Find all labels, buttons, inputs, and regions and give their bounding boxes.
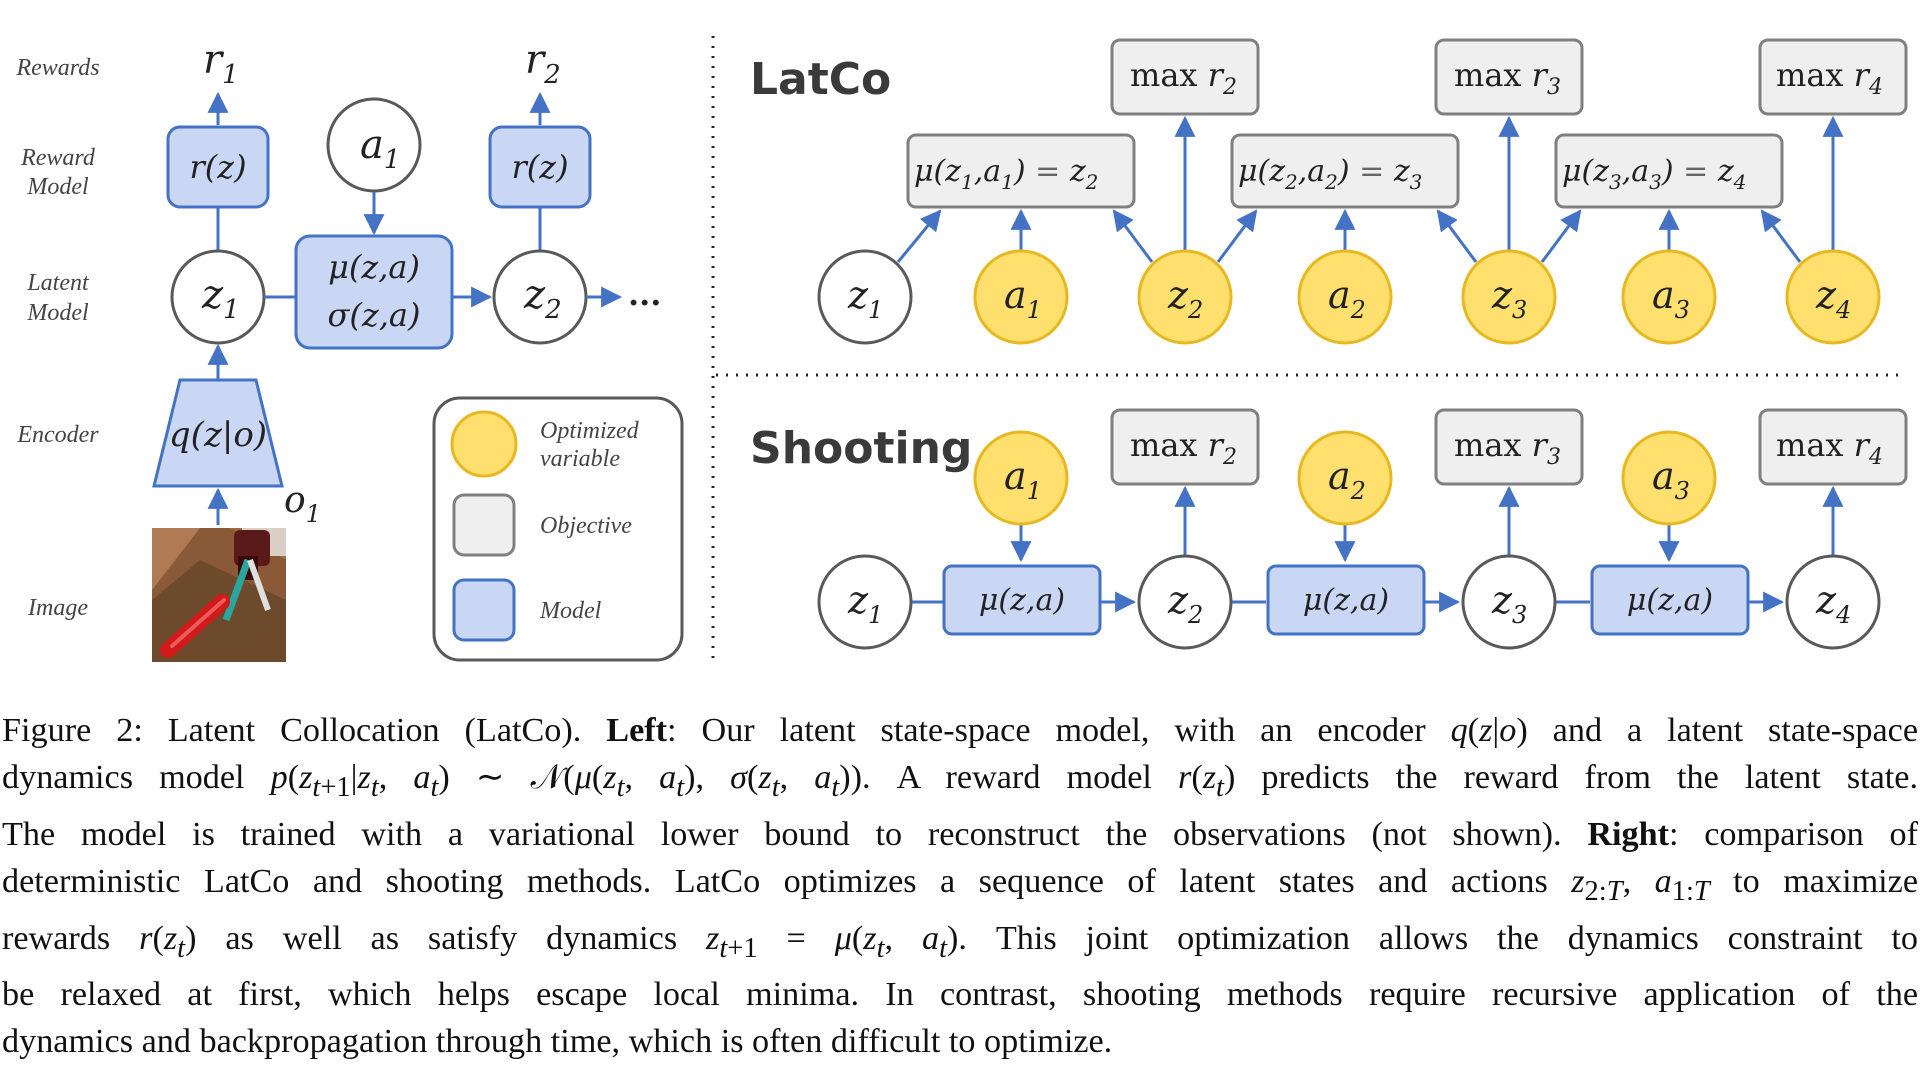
caption-line-6: be relaxed at first, which helps escape …	[2, 976, 1918, 1014]
latco-objective-2: max r3	[1434, 38, 1584, 116]
row-label-latent-model-1: Latent	[26, 270, 90, 296]
shooting-diagram: Shooting max r2 max r3 max r4	[750, 408, 1908, 650]
svg-text:z4: z4	[1815, 578, 1851, 629]
svg-text:max r4: max r4	[1776, 56, 1883, 100]
row-label-reward-model-1: Reward	[20, 145, 96, 171]
shooting-node-z2: z2	[1137, 554, 1233, 650]
caption-line-5: rewards r(zt) as well as satisfy dynamic…	[2, 919, 1919, 964]
latco-node-z1: z1	[817, 249, 913, 345]
legend-model-swatch	[452, 578, 516, 642]
legend-optimized-line1: Optimized	[540, 418, 640, 444]
shooting-dynamics-1: μ(z,a)	[942, 564, 1102, 636]
svg-text:a3: a3	[1652, 454, 1690, 505]
latco-diagram: LatCo max r2 max r3 max r4 μ(z1,a1) = z2…	[750, 38, 1908, 345]
svg-text:max r3: max r3	[1454, 426, 1561, 470]
reward-model-label-2: r(z)	[511, 148, 568, 186]
latco-objective-3: max r4	[1758, 38, 1908, 116]
shooting-node-z4: z4	[1785, 554, 1881, 650]
svg-text:max r2: max r2	[1130, 56, 1237, 100]
latco-objective-1: max r2	[1110, 38, 1260, 116]
row-label-reward-model-2: Model	[26, 174, 89, 200]
svg-text:z1: z1	[847, 273, 883, 324]
shooting-node-a2: a2	[1297, 430, 1393, 526]
shooting-node-a3: a3	[1621, 430, 1717, 526]
row-label-latent-model-2: Model	[26, 300, 89, 326]
legend-objective-swatch	[452, 493, 516, 557]
svg-text:z2: z2	[1167, 578, 1203, 629]
figure-diagram: Rewards Reward Model Latent Model Encode…	[15, 36, 1908, 662]
dynamics-sigma-label: σ(z,a)	[328, 296, 421, 334]
svg-text:μ(z,a): μ(z,a)	[1627, 583, 1713, 618]
action-label-a1: a1	[360, 122, 400, 175]
legend-optimized-line2: variable	[540, 446, 620, 472]
dynamics-model-box	[294, 234, 454, 350]
svg-text:μ(z2,a2) = z3: μ(z2,a2) = z3	[1238, 154, 1422, 194]
shooting-node-z1: z1	[817, 554, 913, 650]
svg-text:max r3: max r3	[1454, 56, 1561, 100]
encoder-box	[152, 378, 284, 488]
shooting-node-a1: a1	[973, 430, 1069, 526]
encoder-label: q(z|o)	[169, 415, 267, 455]
row-label-rewards: Rewards	[15, 55, 99, 81]
shooting-objective-3: max r4	[1758, 408, 1908, 486]
svg-text:max r4: max r4	[1776, 426, 1883, 470]
shooting-title: Shooting	[750, 423, 972, 474]
left-panel: Rewards Reward Model Latent Model Encode…	[15, 37, 684, 662]
latco-node-a3: a3	[1621, 249, 1717, 345]
latent-label-z1: z1	[201, 272, 240, 325]
legend-optimized-swatch	[450, 410, 518, 478]
action-node-a1	[326, 97, 422, 193]
latco-node-a1: a1	[973, 249, 1069, 345]
latco-constraint-2: μ(z2,a2) = z3	[1230, 133, 1460, 209]
shooting-objective-1: max r2	[1110, 408, 1260, 486]
caption-line-3: The model is trained with a variational …	[2, 815, 1918, 853]
caption-line-1: Figure 2: Latent Collocation (LatCo). Le…	[2, 712, 1919, 749]
legend-objective-label: Objective	[540, 513, 632, 539]
observation-image	[152, 528, 286, 662]
latco-title: LatCo	[750, 54, 891, 105]
ellipsis: ...	[628, 275, 661, 313]
row-label-image: Image	[27, 595, 88, 621]
latco-node-z3: z3	[1461, 249, 1557, 345]
shooting-node-z3: z3	[1461, 554, 1557, 650]
latco-node-a2: a2	[1297, 249, 1393, 345]
dynamics-mu-label: μ(z,a)	[328, 248, 420, 286]
latco-constraint-3: μ(z3,a3) = z4	[1554, 133, 1784, 209]
shooting-dynamics-2: μ(z,a)	[1266, 564, 1426, 636]
reward-model-label-1: r(z)	[189, 148, 246, 186]
legend-model-label: Model	[539, 598, 602, 624]
latent-label-z2: z2	[523, 272, 562, 325]
row-label-encoder: Encoder	[16, 422, 99, 448]
observation-label: o1	[284, 480, 321, 528]
caption-line-2: dynamics model p(zt+1|zt, at) ∼ 𝒩(μ(zt, …	[2, 759, 1919, 803]
latco-node-z4: z4	[1785, 249, 1881, 345]
figure-caption: Figure 2: Latent Collocation (LatCo). Le…	[2, 707, 1918, 1065]
reward-r1: r1	[203, 37, 239, 90]
svg-text:a2: a2	[1328, 273, 1366, 324]
latco-constraint-1: μ(z1,a1) = z2	[906, 133, 1136, 209]
latco-node-z2: z2	[1137, 249, 1233, 345]
shooting-dynamics-3: μ(z,a)	[1590, 564, 1750, 636]
caption-line-4: deterministic LatCo and shooting methods…	[2, 862, 1919, 907]
svg-text:μ(z,a): μ(z,a)	[1303, 583, 1389, 618]
svg-text:max r2: max r2	[1130, 426, 1237, 470]
reward-r2: r2	[525, 37, 561, 90]
shooting-objective-2: max r3	[1434, 408, 1584, 486]
svg-text:μ(z,a): μ(z,a)	[979, 583, 1065, 618]
